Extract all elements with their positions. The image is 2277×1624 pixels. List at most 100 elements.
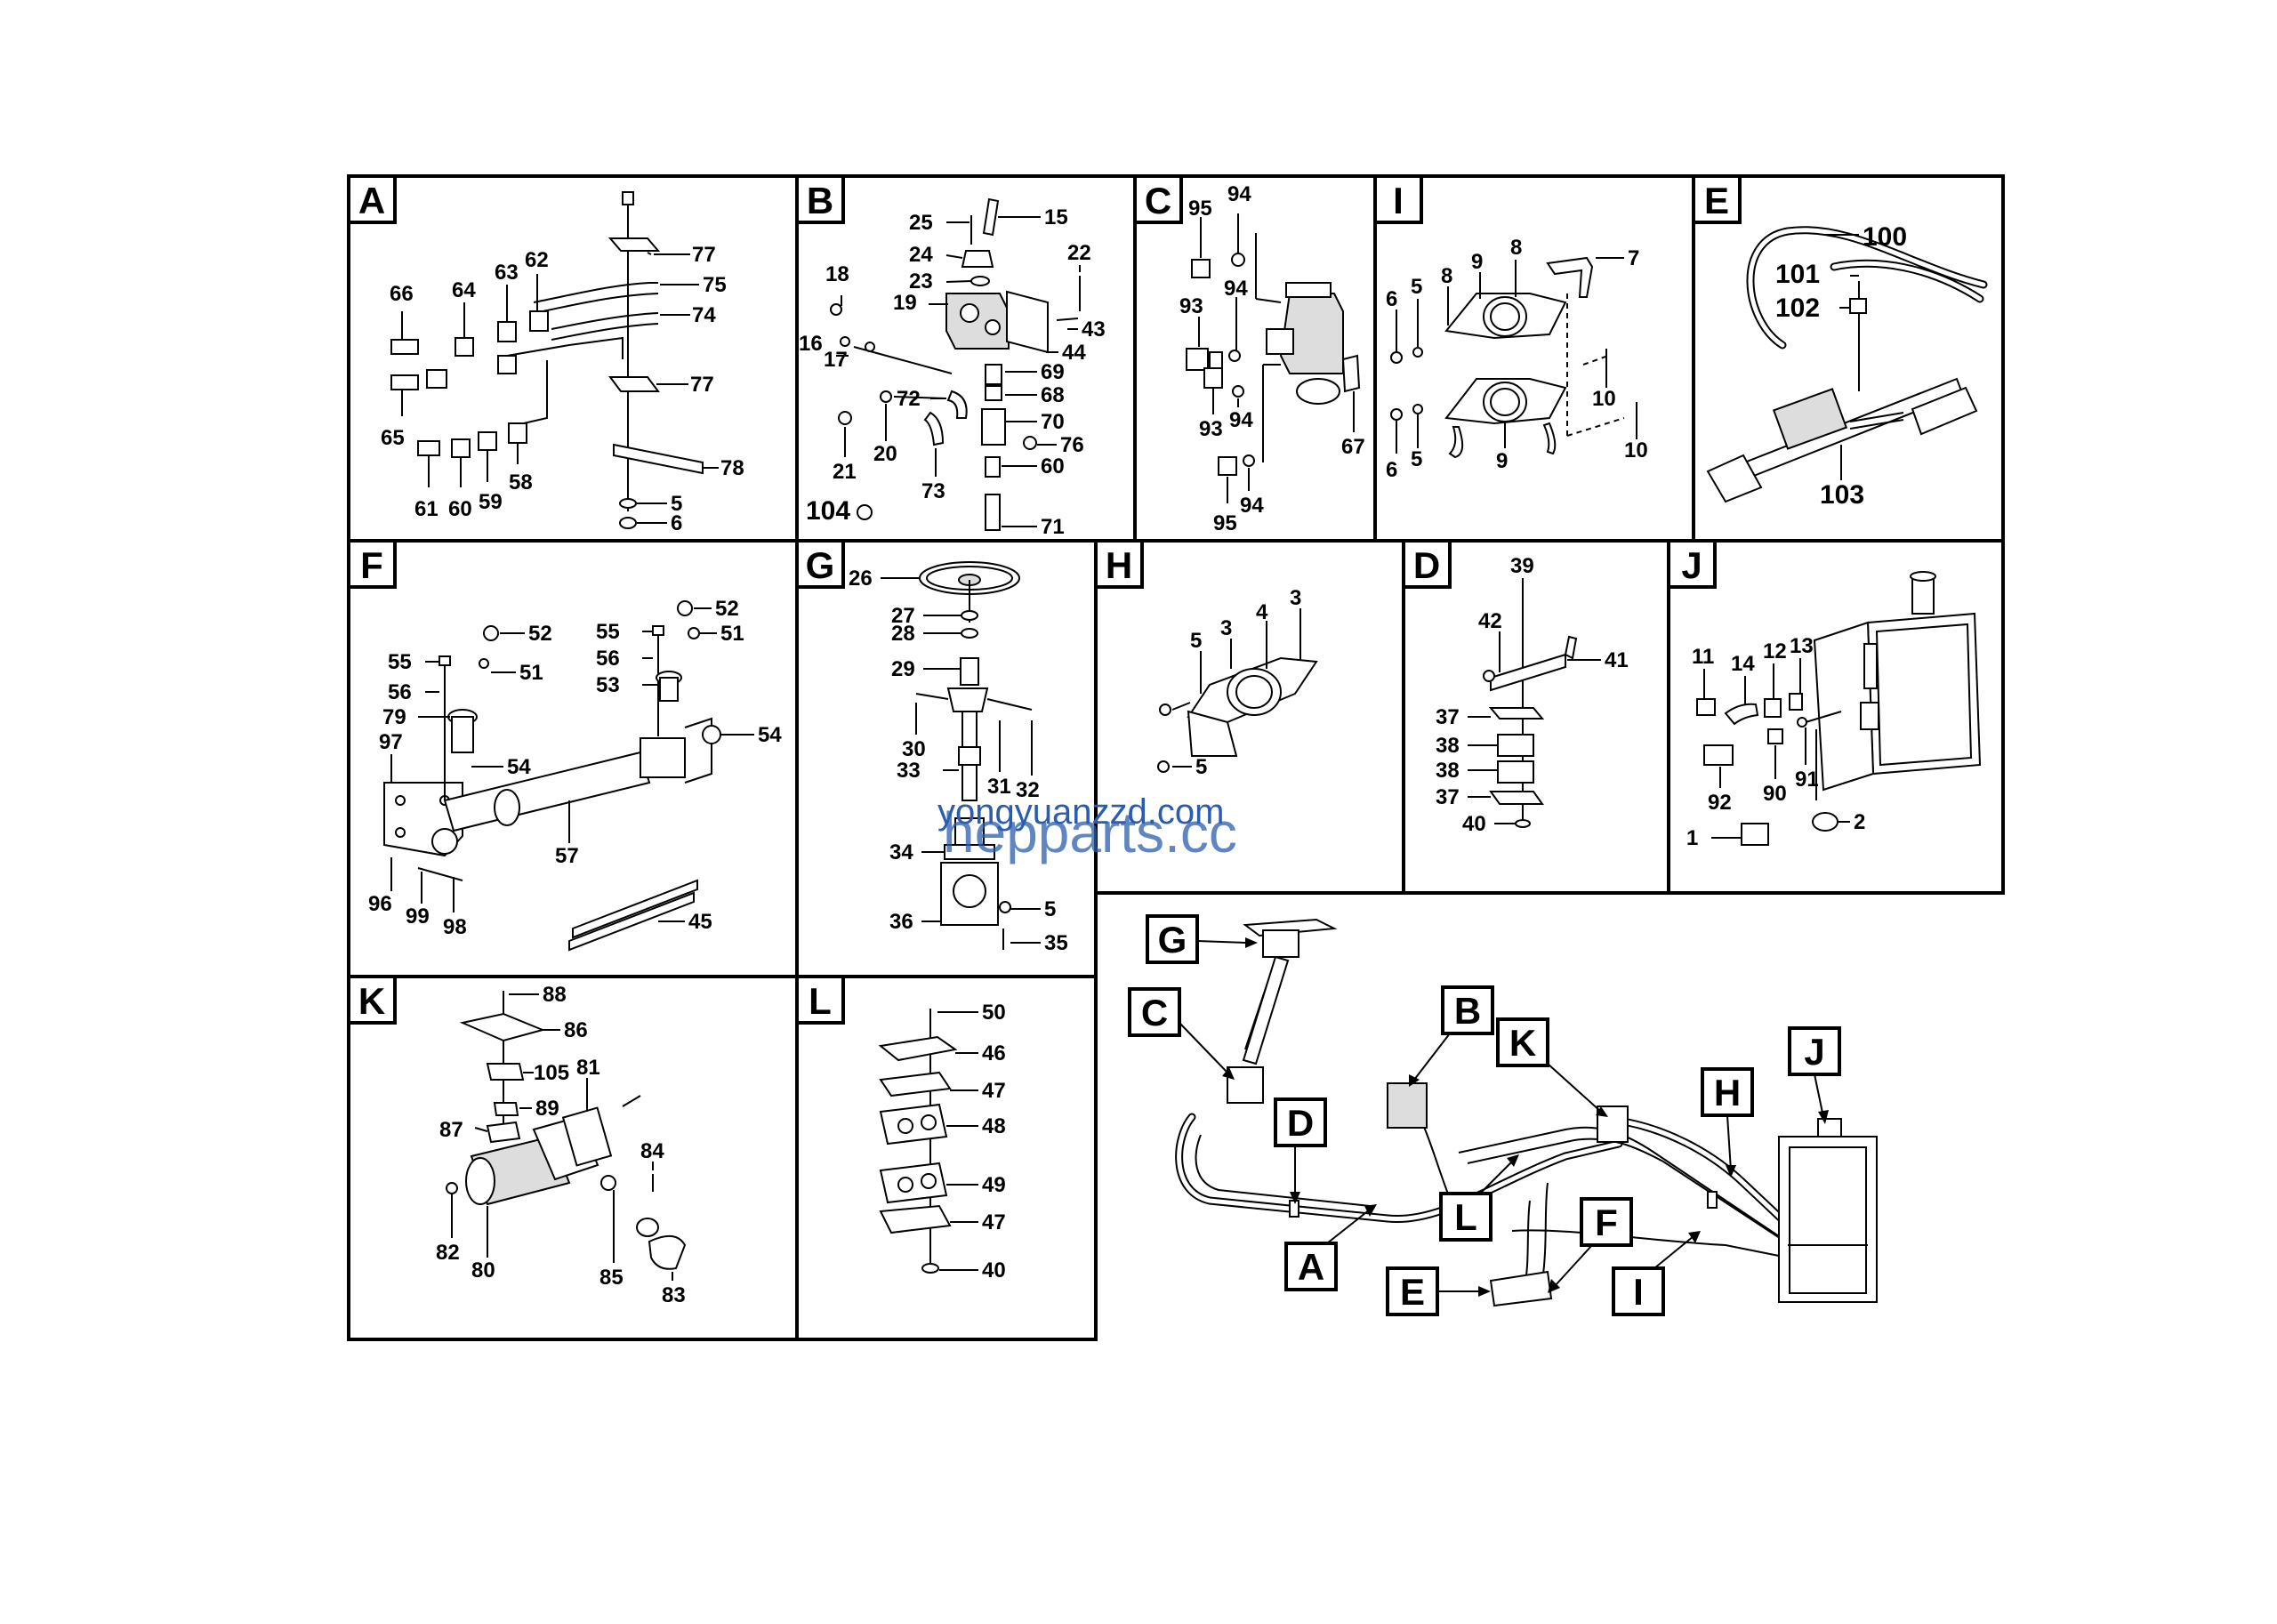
panel-a-fitting-64 bbox=[455, 337, 474, 357]
panel-b-fitting-60 bbox=[985, 456, 1001, 478]
callout-46: 46 bbox=[982, 1041, 1006, 1065]
callout-45: 45 bbox=[688, 910, 712, 934]
panel-e: E 100 101 102 103 bbox=[1692, 174, 1988, 510]
callout-74: 74 bbox=[692, 303, 716, 327]
callout-65: 65 bbox=[381, 426, 405, 450]
callout-3b: 3 bbox=[1290, 586, 1301, 610]
panel-d: D 39 42 41 37 38 38 37 40 bbox=[1402, 539, 1629, 836]
panel-b-tag: B bbox=[807, 180, 833, 221]
panel-l-clamp-47 bbox=[879, 1071, 952, 1097]
panel-g-tag: G bbox=[806, 544, 835, 586]
callout-62: 62 bbox=[525, 248, 549, 272]
callout-68: 68 bbox=[1041, 383, 1065, 407]
map-tag-i-box bbox=[1612, 1266, 1665, 1316]
callout-11: 11 bbox=[1692, 645, 1714, 669]
panel-b-elbow-73 bbox=[923, 411, 945, 446]
panel-i-frame bbox=[1373, 174, 1695, 543]
callout-101: 101 bbox=[1775, 260, 1820, 289]
callout-43: 43 bbox=[1082, 318, 1106, 342]
callout-34: 34 bbox=[889, 840, 913, 864]
callout-9b: 9 bbox=[1496, 449, 1508, 473]
callout-20: 20 bbox=[873, 442, 897, 466]
callout-102: 102 bbox=[1775, 293, 1820, 323]
callout-93b: 93 bbox=[1199, 417, 1223, 441]
callout-47b: 47 bbox=[982, 1210, 1006, 1234]
callout-57: 57 bbox=[555, 844, 579, 868]
panel-g: G 26 27 28 bbox=[795, 539, 1068, 955]
callout-17: 17 bbox=[824, 348, 848, 372]
watermark-hepparts: hepparts.cc bbox=[943, 800, 1237, 864]
panel-a-pipe-74 bbox=[551, 312, 659, 330]
panel-a-fitting-mid bbox=[497, 355, 517, 374]
panel-b-frame bbox=[795, 174, 1137, 543]
panel-f-tag: F bbox=[360, 544, 383, 586]
callout-61: 61 bbox=[414, 497, 439, 521]
callout-92: 92 bbox=[1708, 791, 1732, 815]
panel-a-fitting-66 bbox=[390, 339, 419, 355]
callout-10: 10 bbox=[1592, 387, 1616, 411]
callout-15: 15 bbox=[1044, 205, 1068, 229]
callout-49: 49 bbox=[982, 1173, 1006, 1197]
panel-a-plate bbox=[613, 443, 704, 475]
callout-86: 86 bbox=[564, 1018, 588, 1042]
panel-b-knob bbox=[961, 250, 994, 268]
panel-j-filter-1 bbox=[1741, 823, 1769, 846]
panel-h: H 4 3 3 5 5 bbox=[1094, 539, 1318, 779]
callout-88: 88 bbox=[543, 983, 567, 1007]
panel-a-fitting-59 bbox=[478, 431, 497, 451]
map-tag-l: L bbox=[1454, 1196, 1477, 1238]
callout-97: 97 bbox=[379, 730, 403, 754]
callout-59: 59 bbox=[479, 490, 503, 514]
callout-21: 21 bbox=[833, 460, 857, 484]
panel-j-filler-cap bbox=[1911, 575, 1935, 615]
panel-c-fitting-67 bbox=[1341, 354, 1361, 393]
panel-l-clamp-47b bbox=[879, 1204, 952, 1234]
callout-2: 2 bbox=[1854, 810, 1865, 834]
callout-3: 3 bbox=[1220, 616, 1232, 640]
callout-54b: 54 bbox=[758, 723, 782, 747]
callout-77b: 77 bbox=[690, 373, 714, 397]
callout-76: 76 bbox=[1060, 433, 1084, 457]
callout-52: 52 bbox=[528, 622, 552, 646]
callout-77: 77 bbox=[692, 243, 716, 267]
panel-a-tag-box bbox=[347, 174, 397, 224]
panel-d-block-top bbox=[1497, 734, 1534, 757]
callout-94b: 94 bbox=[1224, 277, 1248, 301]
panel-d-clamp-top bbox=[1488, 707, 1545, 720]
panel-i-tag: I bbox=[1393, 180, 1404, 221]
panel-k-tag: K bbox=[358, 980, 385, 1022]
panel-l-plate-46 bbox=[878, 1035, 958, 1062]
overview-tags: G C B K D H J L F A bbox=[1128, 914, 1841, 1316]
callout-13: 13 bbox=[1790, 634, 1814, 658]
callout-40: 40 bbox=[1462, 812, 1486, 836]
callout-8: 8 bbox=[1510, 236, 1522, 260]
callout-103: 103 bbox=[1820, 480, 1864, 510]
callout-93: 93 bbox=[1179, 294, 1203, 318]
callout-80: 80 bbox=[471, 1258, 495, 1282]
panel-a-pipe-74b bbox=[551, 323, 659, 341]
panel-k-gasket-81 bbox=[561, 1106, 613, 1167]
panel-b-fitting-68 bbox=[985, 385, 1002, 401]
callout-78: 78 bbox=[720, 456, 744, 480]
callout-6b: 6 bbox=[1386, 458, 1397, 482]
map-tag-l-box bbox=[1439, 1192, 1493, 1242]
callout-5hb: 5 bbox=[1195, 755, 1207, 779]
overview-steering-head bbox=[1262, 929, 1299, 958]
callout-36: 36 bbox=[889, 910, 913, 934]
callout-105: 105 bbox=[534, 1061, 569, 1085]
panel-b: B bbox=[795, 174, 1106, 539]
callout-22: 22 bbox=[1067, 241, 1091, 265]
panel-j-filter-92 bbox=[1703, 744, 1734, 766]
callout-67: 67 bbox=[1341, 435, 1365, 459]
map-tag-a-box bbox=[1284, 1242, 1338, 1291]
callout-100: 100 bbox=[1863, 222, 1907, 252]
overview-assembly bbox=[1175, 918, 1878, 1307]
panel-k-cap-83 bbox=[648, 1235, 687, 1270]
callout-6: 6 bbox=[671, 511, 682, 535]
callout-4: 4 bbox=[1256, 600, 1268, 624]
callout-39: 39 bbox=[1510, 554, 1534, 578]
callout-89: 89 bbox=[535, 1097, 559, 1121]
callout-26: 26 bbox=[849, 567, 873, 591]
callout-94: 94 bbox=[1227, 182, 1251, 206]
map-tag-c: C bbox=[1141, 992, 1168, 1033]
